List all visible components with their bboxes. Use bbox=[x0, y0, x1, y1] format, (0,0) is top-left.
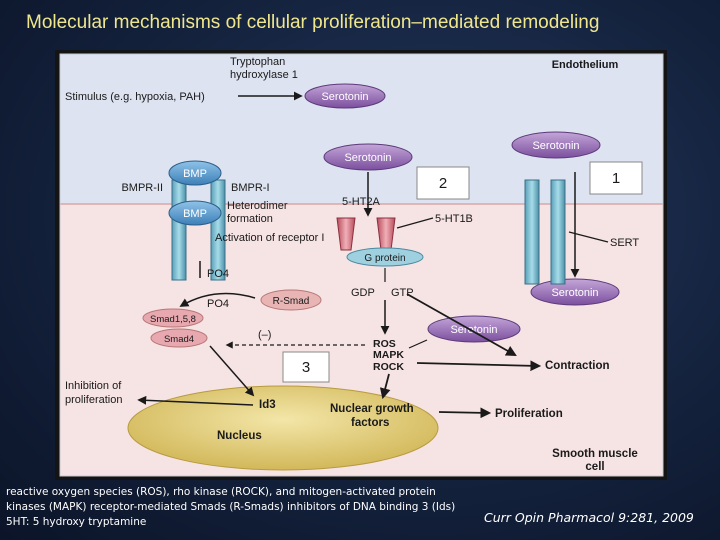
po4-label-top: PO4 bbox=[207, 268, 229, 280]
proliferation-label: Proliferation bbox=[495, 408, 563, 420]
id3-label: Id3 bbox=[259, 399, 276, 411]
svg-text:Serotonin: Serotonin bbox=[551, 287, 598, 299]
citation: Curr Opin Pharmacol 9:281, 2009 bbox=[484, 510, 694, 525]
heterodimer-label-line2: formation bbox=[227, 213, 273, 225]
svg-text:1: 1 bbox=[612, 170, 620, 187]
svg-text:Serotonin: Serotonin bbox=[344, 152, 391, 164]
activation-label: Activation of receptor I bbox=[215, 232, 324, 244]
nucleus-shape bbox=[127, 385, 439, 471]
po4-label-bottom: PO4 bbox=[207, 298, 229, 310]
sert-transporter-left bbox=[524, 179, 540, 285]
tph-label-line1: Tryptophan bbox=[230, 56, 285, 68]
rock-label: ROCK bbox=[373, 361, 404, 373]
ngf-label-line1: Nuclear growth bbox=[330, 403, 414, 415]
serotonin-sert: Serotonin bbox=[530, 278, 620, 306]
slide-title: Molecular mechanisms of cellular prolife… bbox=[26, 12, 600, 33]
pathway-diagram: Endothelium Tryptophan hydroxylase 1 Sti… bbox=[59, 53, 664, 477]
ros-label: ROS bbox=[373, 338, 396, 350]
bmpr2-label: BMPR-II bbox=[121, 182, 163, 194]
contraction-label: Contraction bbox=[545, 360, 610, 372]
endothelium-label: Endothelium bbox=[552, 59, 619, 71]
sert-label: SERT bbox=[610, 237, 639, 249]
endothelium-region bbox=[60, 54, 663, 204]
g-protein: G protein bbox=[346, 247, 424, 267]
callout-1: 1 bbox=[589, 161, 643, 195]
figure-caption: reactive oxygen species (ROS), rho kinas… bbox=[6, 486, 456, 528]
serotonin-ros: Serotonin bbox=[427, 315, 521, 343]
bmpr1-label: BMPR-I bbox=[231, 182, 270, 194]
svg-text:2: 2 bbox=[439, 175, 447, 192]
svg-text:BMP: BMP bbox=[183, 208, 207, 220]
bmp-ligand-bottom: BMP bbox=[168, 200, 222, 226]
bmpr2-receptor bbox=[171, 179, 187, 281]
smc-label-line1: Smooth muscle bbox=[552, 448, 638, 460]
svg-text:Serotonin: Serotonin bbox=[532, 140, 579, 152]
smad158: Smad1,5,8 bbox=[142, 308, 204, 328]
serotonin-top: Serotonin bbox=[304, 83, 386, 109]
bmpr1-receptor bbox=[210, 179, 226, 281]
svg-text:Serotonin: Serotonin bbox=[450, 324, 497, 336]
svg-text:G protein: G protein bbox=[364, 253, 405, 264]
mapk-label: MAPK bbox=[373, 349, 404, 361]
serotonin-ht2a: Serotonin bbox=[323, 143, 413, 171]
r-smad: R-Smad bbox=[260, 289, 322, 311]
sert-transporter-right bbox=[550, 179, 566, 285]
heterodimer-label-line1: Heterodimer bbox=[227, 200, 288, 212]
svg-text:3: 3 bbox=[302, 359, 310, 376]
ht2a-label: 5-HT2A bbox=[342, 196, 381, 208]
stimulus-label: Stimulus (e.g. hypoxia, PAH) bbox=[65, 91, 205, 103]
inhibition-sign: (–) bbox=[258, 329, 271, 341]
serotonin-endothelial: Serotonin bbox=[511, 131, 601, 159]
bmp-ligand-top: BMP bbox=[168, 160, 222, 186]
smad4: Smad4 bbox=[150, 328, 208, 348]
gdp-label: GDP bbox=[351, 287, 375, 299]
pathway-figure: Endothelium Tryptophan hydroxylase 1 Sti… bbox=[55, 50, 667, 480]
svg-text:Serotonin: Serotonin bbox=[321, 91, 368, 103]
ht1b-label: 5-HT1B bbox=[435, 213, 473, 225]
gtp-label: GTP bbox=[391, 287, 414, 299]
smc-label-line2: cell bbox=[585, 461, 604, 473]
nucleus-label: Nucleus bbox=[217, 430, 262, 442]
inhibition-label-line1: Inhibition of bbox=[65, 380, 122, 392]
svg-text:R-Smad: R-Smad bbox=[273, 296, 310, 307]
svg-text:BMP: BMP bbox=[183, 168, 207, 180]
ht2a-receptor-left bbox=[336, 217, 356, 251]
ngf-label-line2: factors bbox=[351, 417, 389, 429]
callout-3: 3 bbox=[282, 351, 330, 383]
callout-2: 2 bbox=[416, 166, 470, 200]
inhibition-label-line2: proliferation bbox=[65, 394, 122, 406]
svg-text:Smad4: Smad4 bbox=[164, 334, 194, 345]
tph-label-line2: hydroxylase 1 bbox=[230, 69, 298, 81]
svg-text:Smad1,5,8: Smad1,5,8 bbox=[150, 314, 196, 325]
